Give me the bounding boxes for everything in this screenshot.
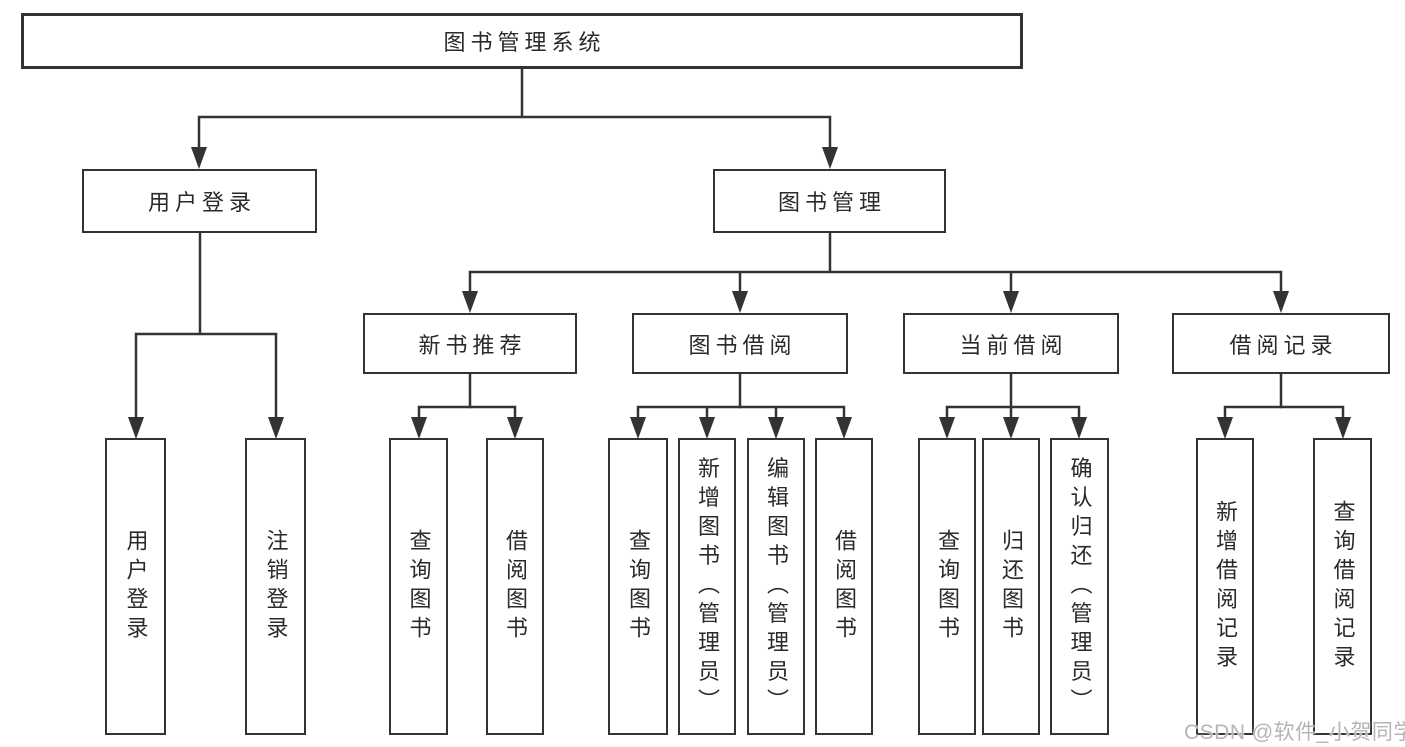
arrow-down-icon (836, 417, 852, 439)
leaf-query-books-current: 查询图书 (918, 438, 976, 735)
arrow-down-icon (191, 147, 207, 169)
leaf-borrow-books-recommend: 借阅图书 (486, 438, 544, 735)
leaf-add-book-admin: 新增图书（管理员） (678, 438, 736, 735)
leaf-confirm-return-admin: 确认归还（管理员） (1050, 438, 1109, 735)
leaf-add-borrow-record: 新增借阅记录 (1196, 438, 1254, 735)
leaf-label: 用户登录 (123, 528, 149, 645)
arrow-down-icon (822, 147, 838, 169)
leaf-return-book: 归还图书 (982, 438, 1040, 735)
leaf-edit-book-admin: 编辑图书（管理员） (747, 438, 805, 735)
node-book-management: 图书管理 (713, 169, 946, 233)
csdn-watermark: CSDN @软件_小贺同学 (1184, 721, 1405, 744)
arrow-down-icon (268, 417, 284, 439)
arrow-down-icon (939, 417, 955, 439)
node-library-management-system: 图书管理系统 (21, 13, 1023, 69)
node-book-borrowing: 图书借阅 (632, 313, 848, 374)
node-new-book-recommendation: 新书推荐 (363, 313, 577, 374)
leaf-label: 查询图书 (406, 528, 432, 645)
leaf-label: 归还图书 (999, 528, 1024, 645)
node-current-borrowing: 当前借阅 (903, 313, 1119, 374)
arrow-down-icon (732, 291, 748, 313)
arrow-down-icon (1071, 417, 1087, 439)
arrow-down-icon (1335, 417, 1351, 439)
arrow-down-icon (630, 417, 646, 439)
leaf-label: 编辑图书（管理员） (764, 456, 789, 717)
leaf-label: 借阅图书 (832, 528, 857, 645)
leaf-borrow-books: 借阅图书 (815, 438, 873, 735)
arrow-down-icon (699, 417, 715, 439)
arrow-down-icon (128, 417, 144, 439)
leaf-query-books-borrow: 查询图书 (608, 438, 668, 735)
leaf-label: 查询图书 (935, 528, 960, 645)
arrow-down-icon (1217, 417, 1233, 439)
arrow-down-icon (768, 417, 784, 439)
leaf-logout-login: 注销登录 (245, 438, 306, 735)
leaf-label: 新增借阅记录 (1213, 499, 1238, 674)
leaf-label: 借阅图书 (503, 528, 528, 645)
leaf-label: 注销登录 (263, 528, 289, 645)
leaf-label: 确认归还（管理员） (1067, 456, 1093, 717)
leaf-label: 查询图书 (626, 528, 651, 645)
node-borrowing-records: 借阅记录 (1172, 313, 1390, 374)
leaf-query-books-recommend: 查询图书 (389, 438, 448, 735)
leaf-query-borrow-record: 查询借阅记录 (1313, 438, 1372, 735)
arrow-down-icon (462, 291, 478, 313)
arrow-down-icon (411, 417, 427, 439)
leaf-label: 查询借阅记录 (1330, 499, 1356, 674)
arrow-down-icon (1003, 291, 1019, 313)
arrow-down-icon (1003, 417, 1019, 439)
arrow-down-icon (507, 417, 523, 439)
leaf-label: 新增图书（管理员） (695, 456, 720, 717)
node-user-login: 用户登录 (82, 169, 317, 233)
leaf-user-login: 用户登录 (105, 438, 166, 735)
arrow-down-icon (1273, 291, 1289, 313)
